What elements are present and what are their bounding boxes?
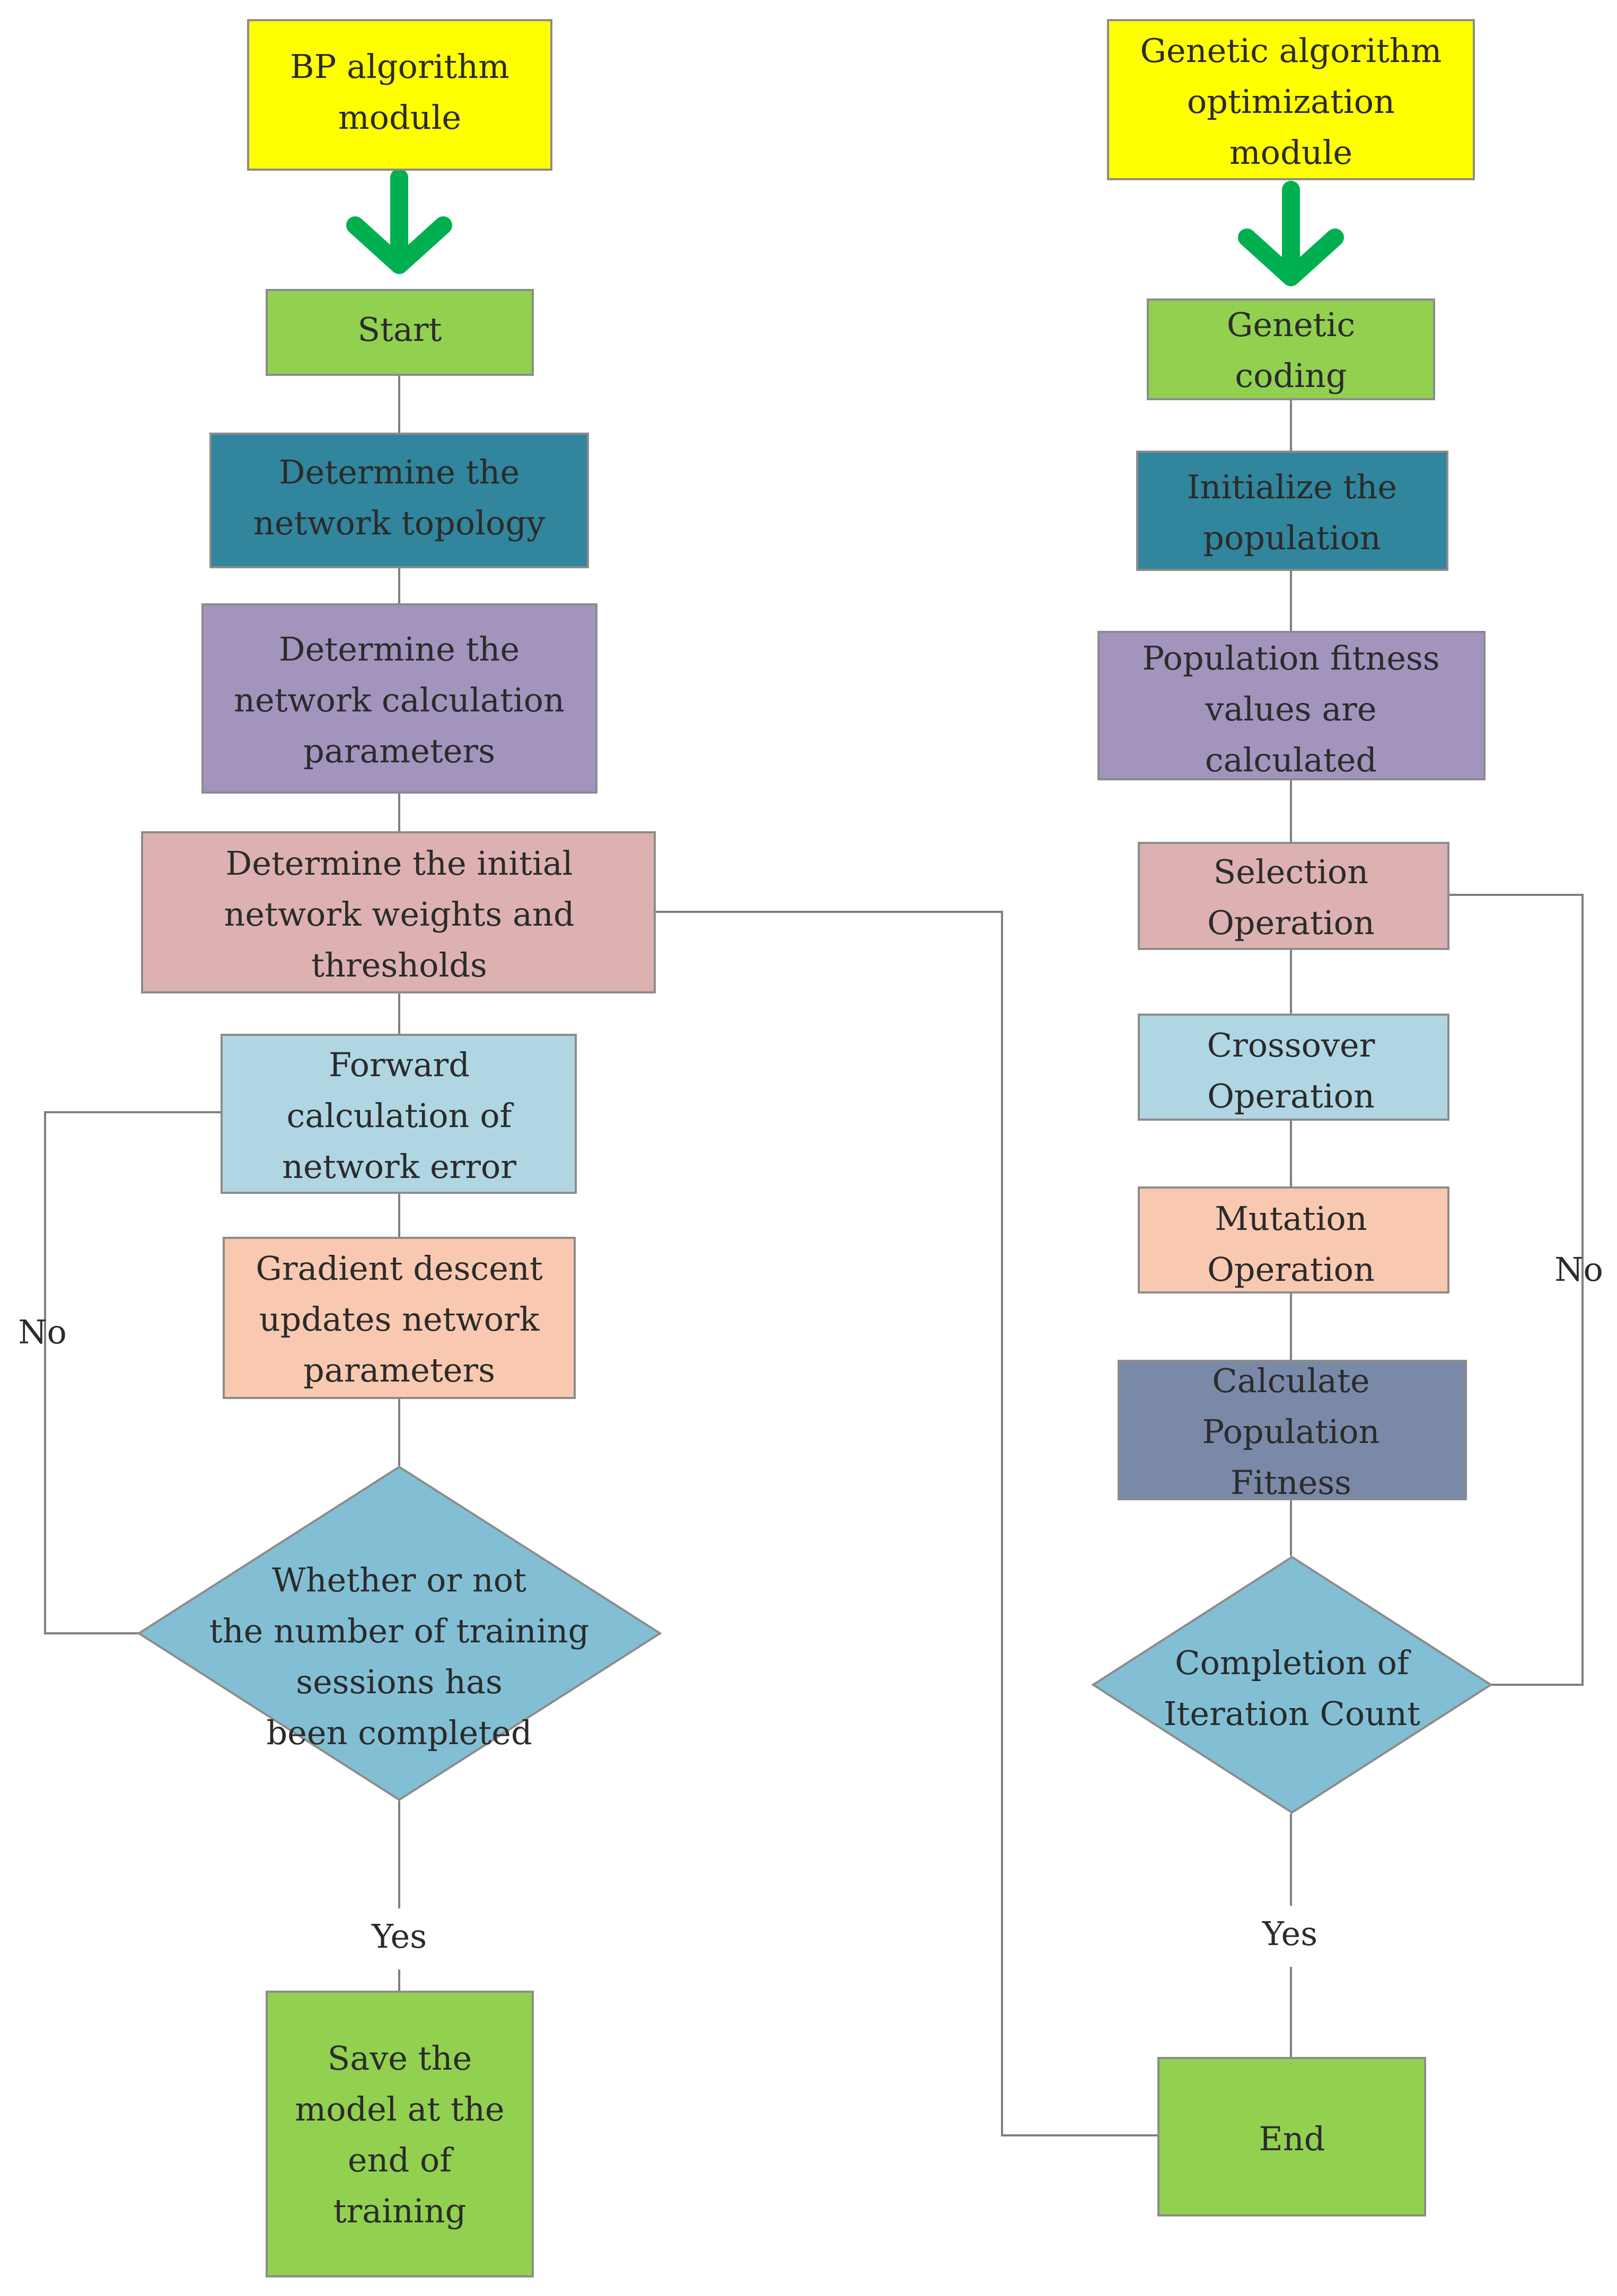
loop-no-to-forward	[44, 1111, 222, 1634]
label-line: parameters	[303, 1351, 495, 1389]
label-line: parameters	[303, 732, 495, 770]
initialize-population-box: Initialize the population	[1136, 451, 1448, 571]
box-label: Start	[358, 310, 442, 349]
box-label: Determine the network topology	[253, 453, 545, 542]
label-line: model at the	[295, 2090, 504, 2128]
label-line: Operation	[1207, 903, 1375, 942]
label-line: Save the	[328, 2039, 472, 2078]
connectors	[44, 375, 1584, 2136]
label-line: Population	[1202, 1412, 1380, 1451]
label-line: updates network	[259, 1300, 540, 1339]
down-arrow-icon-left	[346, 169, 452, 274]
determine-topology-box: Determine the network topology	[209, 433, 589, 568]
label-line: Completion of	[1175, 1643, 1411, 1682]
yes-label-right: Yes	[1262, 1914, 1317, 1953]
box-label: Whether or not the number of training sess…	[209, 1561, 589, 1752]
no-label-right: No	[1554, 1250, 1603, 1289]
label-line: Population fitness	[1142, 639, 1439, 678]
label-line: Gradient descent	[256, 1249, 542, 1288]
box-label: End	[1259, 2119, 1325, 2158]
label-line: network error	[282, 1147, 516, 1186]
label-line: Fitness	[1231, 1463, 1351, 1502]
determine-parameters-box: Determine the network calculation paramete…	[201, 603, 597, 794]
label-line: BP algorithm	[290, 47, 509, 86]
label-line: module	[338, 98, 461, 137]
iteration-complete-decision: Completion of Iteration Count	[1091, 1555, 1493, 1814]
label-line: thresholds	[311, 946, 487, 984]
label-line: calculation of	[287, 1096, 514, 1135]
label-line: values are	[1205, 690, 1376, 728]
box-label: Determine the network calculation paramete…	[234, 630, 565, 770]
label-line: coding	[1235, 356, 1347, 395]
label-line: Whether or not	[272, 1561, 526, 1599]
save-model-box: Save the model at the end of training	[266, 1991, 534, 2277]
label-line: population	[1203, 518, 1381, 557]
arrow-end-to-initial-weights	[654, 910, 1158, 2136]
bp-module-header: BP algorithm module	[247, 19, 552, 171]
label-line: Calculate	[1212, 1361, 1369, 1400]
box-label: BP algorithm module	[290, 47, 509, 137]
label-line: calculated	[1205, 741, 1377, 779]
ga-module-header: Genetic algorithm optimization module	[1107, 19, 1475, 180]
box-label: Save the model at the end of training	[295, 2039, 504, 2230]
label-line: module	[1229, 133, 1352, 172]
label-line: End	[1259, 2119, 1325, 2158]
start-box: Start	[266, 289, 534, 376]
label-line: Start	[358, 310, 442, 349]
label-line: Mutation	[1215, 1199, 1367, 1238]
box-label: Completion of Iteration Count	[1164, 1643, 1420, 1733]
label-line: Genetic algorithm	[1140, 31, 1442, 70]
yes-label-left: Yes	[371, 1917, 427, 1956]
label-line: training	[333, 2192, 467, 2230]
box-label: Genetic coding	[1227, 305, 1355, 395]
end-box: End	[1157, 2057, 1426, 2216]
label-line: Determine the	[279, 453, 520, 491]
label-line: network weights and	[224, 895, 574, 934]
label-line: Determine the initial	[226, 844, 573, 883]
no-label-left: No	[18, 1313, 67, 1351]
forward-calculation-box: Forward calculation of network error	[221, 1034, 577, 1194]
label-line: sessions has	[296, 1662, 502, 1701]
label-line: network calculation	[234, 681, 565, 719]
initial-weights-box: Determine the initial network weights and…	[141, 831, 656, 993]
gradient-descent-box: Gradient descent updates network parameter…	[223, 1237, 576, 1399]
label-line: Determine the	[279, 630, 520, 668]
label-line: end of	[348, 2141, 454, 2179]
label-line: Initialize the	[1187, 468, 1397, 506]
loop-no-to-selection	[1448, 893, 1584, 1686]
box-label: Determine the initial network weights and…	[224, 844, 574, 984]
box-label: Forward calculation of network error	[282, 1045, 516, 1186]
training-complete-decision: Whether or not the number of training sess…	[137, 1465, 662, 1801]
label-line: Iteration Count	[1164, 1694, 1420, 1733]
genetic-coding-box: Genetic coding	[1147, 298, 1435, 400]
label-line: Operation	[1207, 1077, 1375, 1115]
population-fitness-box: Population fitness values are calculated	[1097, 631, 1486, 780]
label-line: Genetic	[1227, 305, 1355, 344]
label-line: optimization	[1187, 82, 1395, 121]
box-label: Genetic algorithm optimization module	[1140, 31, 1442, 172]
label-line: network topology	[253, 504, 545, 542]
box-label: Population fitness values are calculated	[1142, 639, 1439, 779]
box-label: Initialize the population	[1187, 468, 1397, 557]
label-line: Operation	[1207, 1250, 1375, 1289]
box-label: Gradient descent updates network parameter…	[256, 1249, 542, 1389]
label-line: Crossover	[1207, 1026, 1375, 1065]
label-line: been completed	[266, 1713, 532, 1752]
label-line: the number of training	[209, 1612, 589, 1650]
down-arrow-icon-right	[1238, 181, 1344, 286]
label-line: Selection	[1214, 852, 1368, 891]
label-line: Forward	[329, 1045, 470, 1084]
